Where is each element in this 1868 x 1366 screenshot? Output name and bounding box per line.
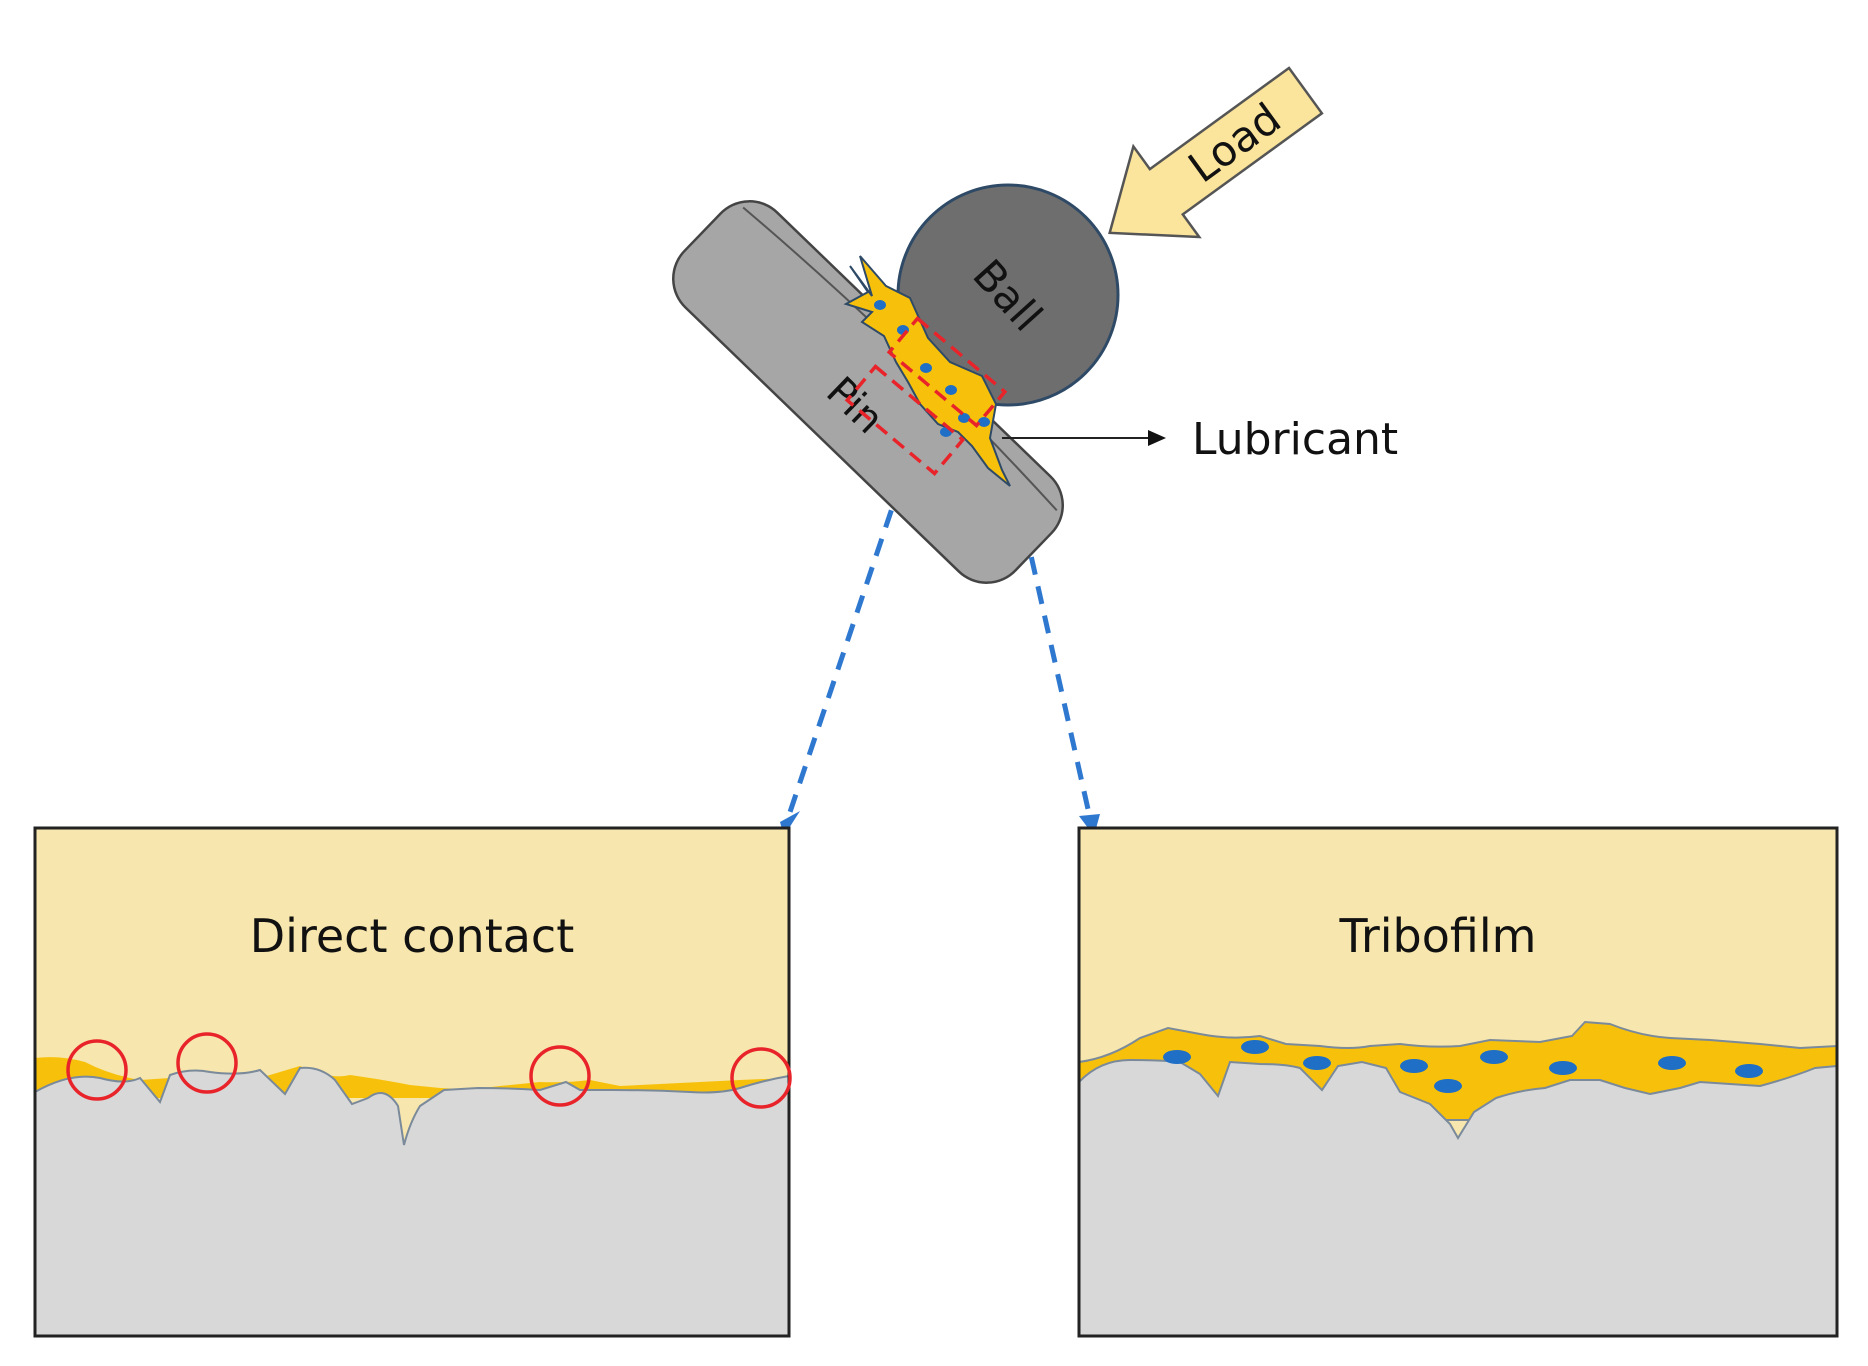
lubricant-callout: Lubricant xyxy=(1002,414,1398,465)
contact-point-circle xyxy=(730,1047,792,1109)
arrowhead-icon xyxy=(1148,430,1166,446)
panel-right-substrate xyxy=(1078,1058,1838,1337)
zoom-box-direct-contact xyxy=(844,364,966,476)
tribofilm-particle xyxy=(1480,1050,1508,1064)
tribofilm-particle xyxy=(1303,1056,1331,1070)
lubricant-particle xyxy=(978,417,990,427)
contact-point-circle xyxy=(66,1039,128,1101)
panel-left-substrate xyxy=(34,1066,790,1337)
panel-direct-contact: Direct contact xyxy=(33,826,792,1338)
tribofilm-particle xyxy=(1658,1056,1686,1070)
load-arrow-icon xyxy=(1108,66,1324,239)
tribofilm-particle xyxy=(1434,1079,1462,1093)
tribofilm-particle xyxy=(1241,1040,1269,1054)
panel-tribofilm: Tribofilm xyxy=(1077,826,1839,1338)
zoom-boxes xyxy=(844,316,1008,476)
lubricant-particle xyxy=(874,300,886,310)
contact-point-circle xyxy=(529,1045,591,1107)
contact-point-circle xyxy=(176,1032,238,1094)
load-arrow: Load xyxy=(1108,66,1324,239)
tribofilm-particle xyxy=(1400,1059,1428,1073)
panel-left-title: Direct contact xyxy=(250,909,575,963)
panel-right-frame xyxy=(1077,826,1839,1338)
lubricant-particle xyxy=(958,413,970,423)
tribofilm-particle xyxy=(1735,1064,1763,1078)
tribofilm-particle xyxy=(1163,1050,1191,1064)
lubricant-particle xyxy=(945,385,957,395)
lubricant-label: Lubricant xyxy=(1192,414,1398,465)
tribofilm-particle xyxy=(1549,1061,1577,1075)
lubricant-particle xyxy=(920,363,932,373)
panel-right-title: Tribofilm xyxy=(1339,909,1537,963)
zoom-box-tribofilm xyxy=(886,316,1008,428)
